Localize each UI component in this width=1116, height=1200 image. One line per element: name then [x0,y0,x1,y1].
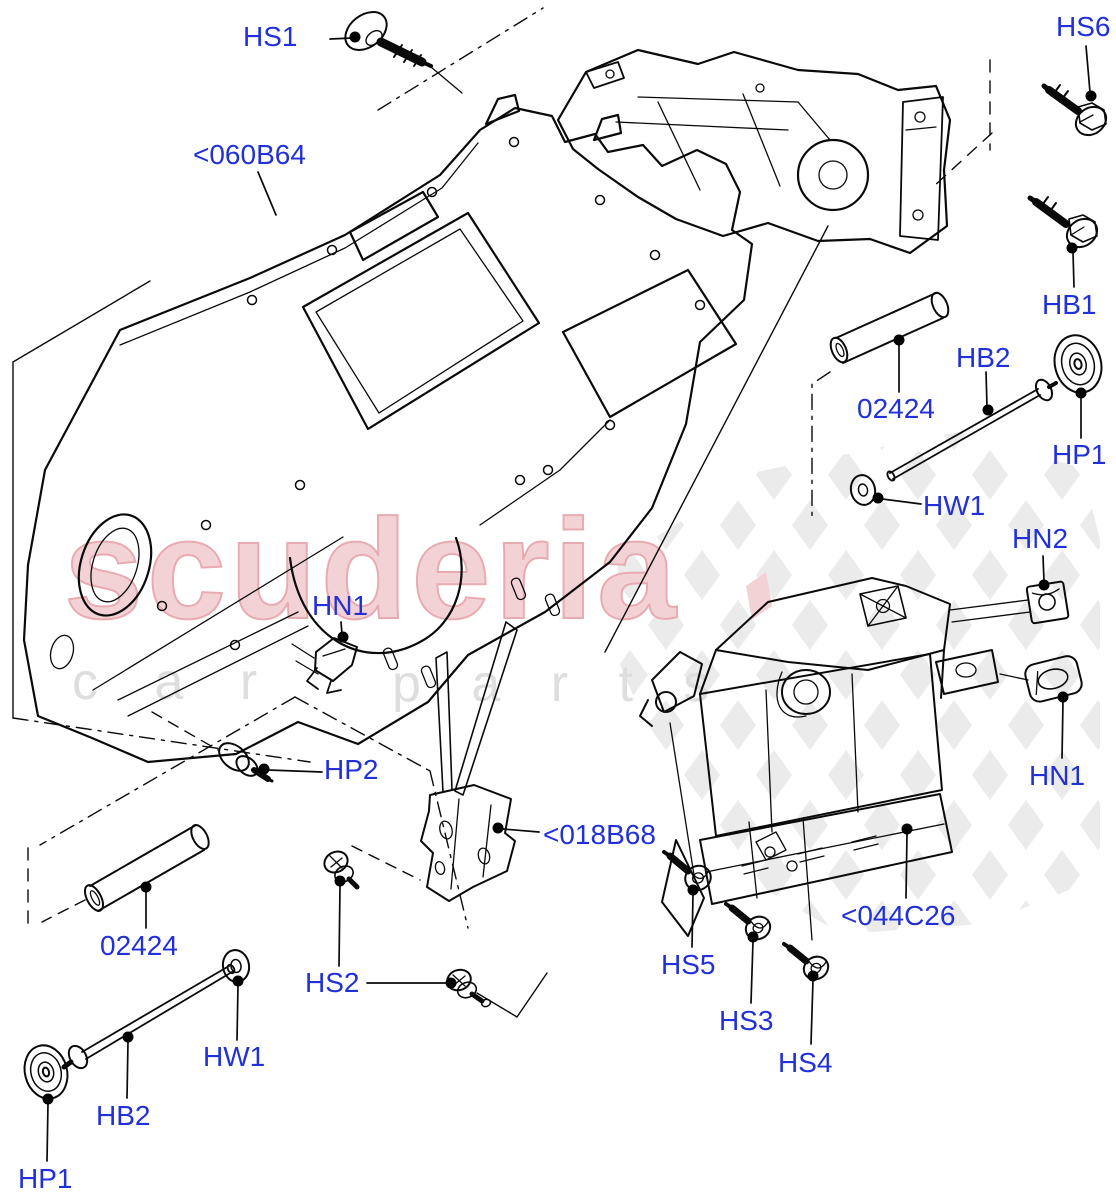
part-label-hb1: HB1 [1042,289,1097,320]
part-label-hs5: HS5 [661,949,716,980]
pushpin-hs1 [344,11,463,94]
tube-02424-left [83,824,210,912]
part-label-hs6: HS6 [1056,11,1111,42]
part-label-p060b64: <060B64 [193,139,306,170]
part-label-p044c26: <044C26 [841,900,956,931]
part-label-p02424-right: 02424 [857,393,935,424]
screw-hs5 [662,850,712,892]
part-label-hw1-right: HW1 [923,490,986,521]
instrument-panel-060b64 [22,93,754,796]
part-label-hp2: HP2 [324,754,379,785]
part-label-hs2: HS2 [305,967,360,998]
bolt-hs6 [1041,83,1108,137]
part-label-hw1-left: HW1 [203,1041,266,1072]
part-label-hn1-right: HN1 [1029,760,1086,791]
part-label-p02424-left: 02424 [100,930,178,961]
part-label-hp1-left: HP1 [18,1163,73,1194]
screw-hs3 [724,902,772,941]
part-label-hn1-left: HN1 [312,590,369,621]
bolt-hb2-left [61,963,236,1070]
leader-lines [42,31,1097,1162]
part-label-hp1-right: HP1 [1052,439,1107,470]
clip-hn1-left [291,637,358,694]
bolt-hb1 [1027,195,1099,249]
mounting-bracket-018b68 [420,784,516,902]
part-label-hn2: HN2 [1012,523,1069,554]
pushpin-hp2 [218,742,274,783]
watermark-brand: scuderia [63,489,681,650]
screw-hs4 [782,942,830,981]
part-label-hs4: HS4 [778,1047,833,1078]
part-label-hb2-right: HB2 [956,342,1011,373]
washer-hw1-right [849,474,877,506]
bolt-hb2-right [886,378,1058,482]
cowl-top-bracket [556,48,952,255]
watermark-sub-car: c a r [72,653,279,711]
part-label-hs3: HS3 [719,1005,774,1036]
tube-02424-right [829,291,950,364]
part-label-hb2-left: HB2 [96,1100,151,1131]
part-label-p018b68: <018B68 [543,819,656,850]
part-label-hs1: HS1 [243,21,298,52]
